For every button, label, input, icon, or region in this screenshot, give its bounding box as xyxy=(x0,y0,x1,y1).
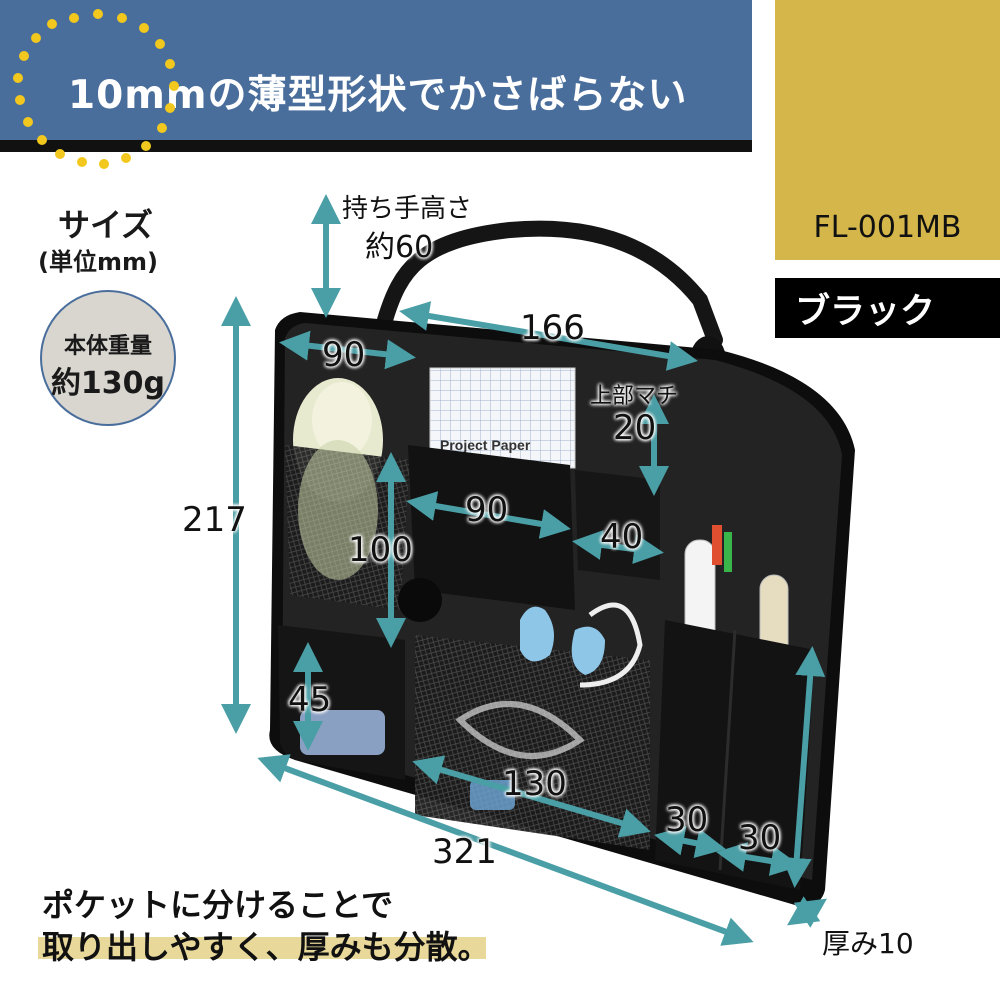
pen-pocket-left-width: 30 xyxy=(665,800,709,840)
mesh-pocket-height: 100 xyxy=(348,530,413,570)
dotted-circle-decoration xyxy=(13,9,179,169)
zipper-pull xyxy=(398,578,442,622)
headline-banner xyxy=(0,0,752,150)
bottom-pocket-height: 45 xyxy=(288,680,332,720)
weight-badge xyxy=(40,290,176,426)
tagline-highlight xyxy=(38,937,486,959)
color-name: ブラック xyxy=(795,292,936,332)
total-width-dimension: 321 xyxy=(432,832,497,872)
small-pocket-width: 40 xyxy=(600,517,644,557)
handle-height-value: 約60 xyxy=(365,230,434,265)
bottom-mesh-width: 130 xyxy=(502,764,567,804)
handle-strap xyxy=(377,220,723,348)
height-dimension: 217 xyxy=(182,500,247,540)
banner-underline xyxy=(0,140,752,152)
weight-label: 本体重量 xyxy=(63,334,152,359)
tagline-line-2: 取り出しやすく、厚みも分散。 xyxy=(42,928,490,966)
model-number: FL-001MB xyxy=(813,210,962,245)
color-box xyxy=(775,278,1000,338)
handle-height-label: 持ち手高さ xyxy=(342,194,473,224)
center-pocket-width: 90 xyxy=(465,490,509,530)
top-gusset-value: 20 xyxy=(613,408,657,448)
weight-value: 約130g xyxy=(50,366,166,401)
size-title: サイズ xyxy=(58,206,154,244)
earphone-right xyxy=(571,626,605,675)
bottom-mesh-pocket xyxy=(415,635,650,850)
thickness-label: 厚み10 xyxy=(822,927,914,960)
earphone-left xyxy=(520,606,554,662)
top-gusset-label: 上部マチ xyxy=(590,384,679,409)
pen-pocket-right-width: 30 xyxy=(738,818,782,858)
size-unit: (単位mm) xyxy=(38,248,158,276)
tagline-line-1: ポケットに分けることで xyxy=(42,886,394,924)
top-width-dimension: 166 xyxy=(520,308,585,348)
pen-pockets xyxy=(655,620,815,890)
top-left-pocket-width: 90 xyxy=(322,335,366,375)
svg-text:Project Paper: Project Paper xyxy=(440,437,531,453)
model-box xyxy=(775,0,1000,260)
